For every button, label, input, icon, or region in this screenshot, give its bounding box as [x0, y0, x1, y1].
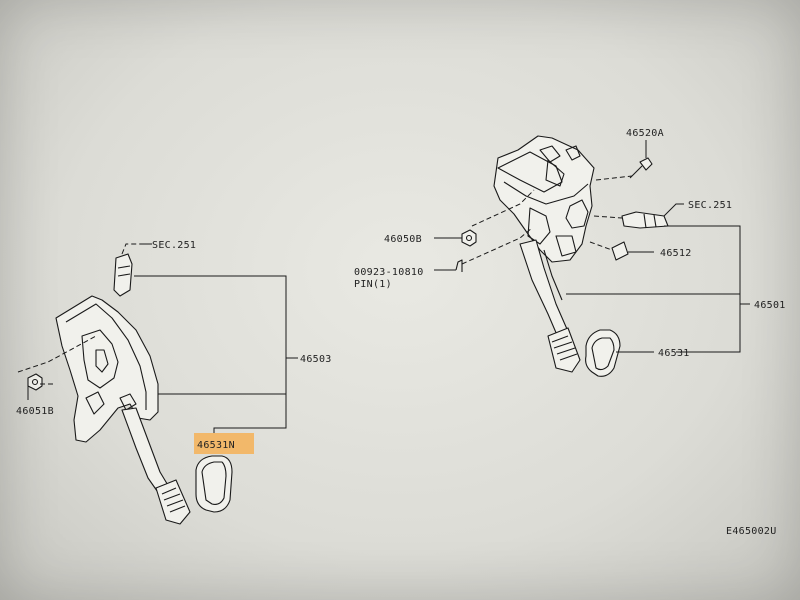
right-pedal-pad: [585, 329, 621, 377]
left-pedal-foot: [155, 479, 191, 525]
left-pedal-bracket: [55, 295, 159, 443]
label-sec251-left: SEC.251: [152, 240, 196, 251]
label-46503: 46503: [300, 354, 332, 365]
label-46531n: 46531N: [197, 440, 235, 451]
label-pin-text: PIN(1): [354, 279, 392, 290]
label-46512: 46512: [660, 248, 692, 259]
right-pedal-foot: [547, 327, 581, 373]
label-highlight: [194, 433, 254, 454]
labels: SEC.251 46051B 46503 46531N 46520A SEC.2…: [16, 128, 786, 537]
right-nut: [461, 229, 477, 247]
label-sec251-right: SEC.251: [688, 200, 732, 211]
label-46520a: 46520A: [626, 128, 664, 139]
right-clip: [611, 241, 629, 261]
left-pedal-assembly: [17, 243, 298, 525]
label-46501: 46501: [754, 300, 786, 311]
drawing-code: E465002U: [726, 526, 777, 537]
right-pedal-assembly: [434, 135, 750, 377]
left-nut: [27, 373, 43, 391]
label-46531: 46531: [658, 348, 690, 359]
right-bolt: [639, 157, 653, 171]
label-46050b: 46050B: [384, 234, 422, 245]
label-pin-number: 00923-10810: [354, 267, 424, 278]
right-pin: [455, 259, 463, 272]
left-pedal-pad: [195, 455, 233, 513]
right-pedal-bracket: [493, 135, 595, 263]
label-46051b: 46051B: [16, 406, 54, 417]
